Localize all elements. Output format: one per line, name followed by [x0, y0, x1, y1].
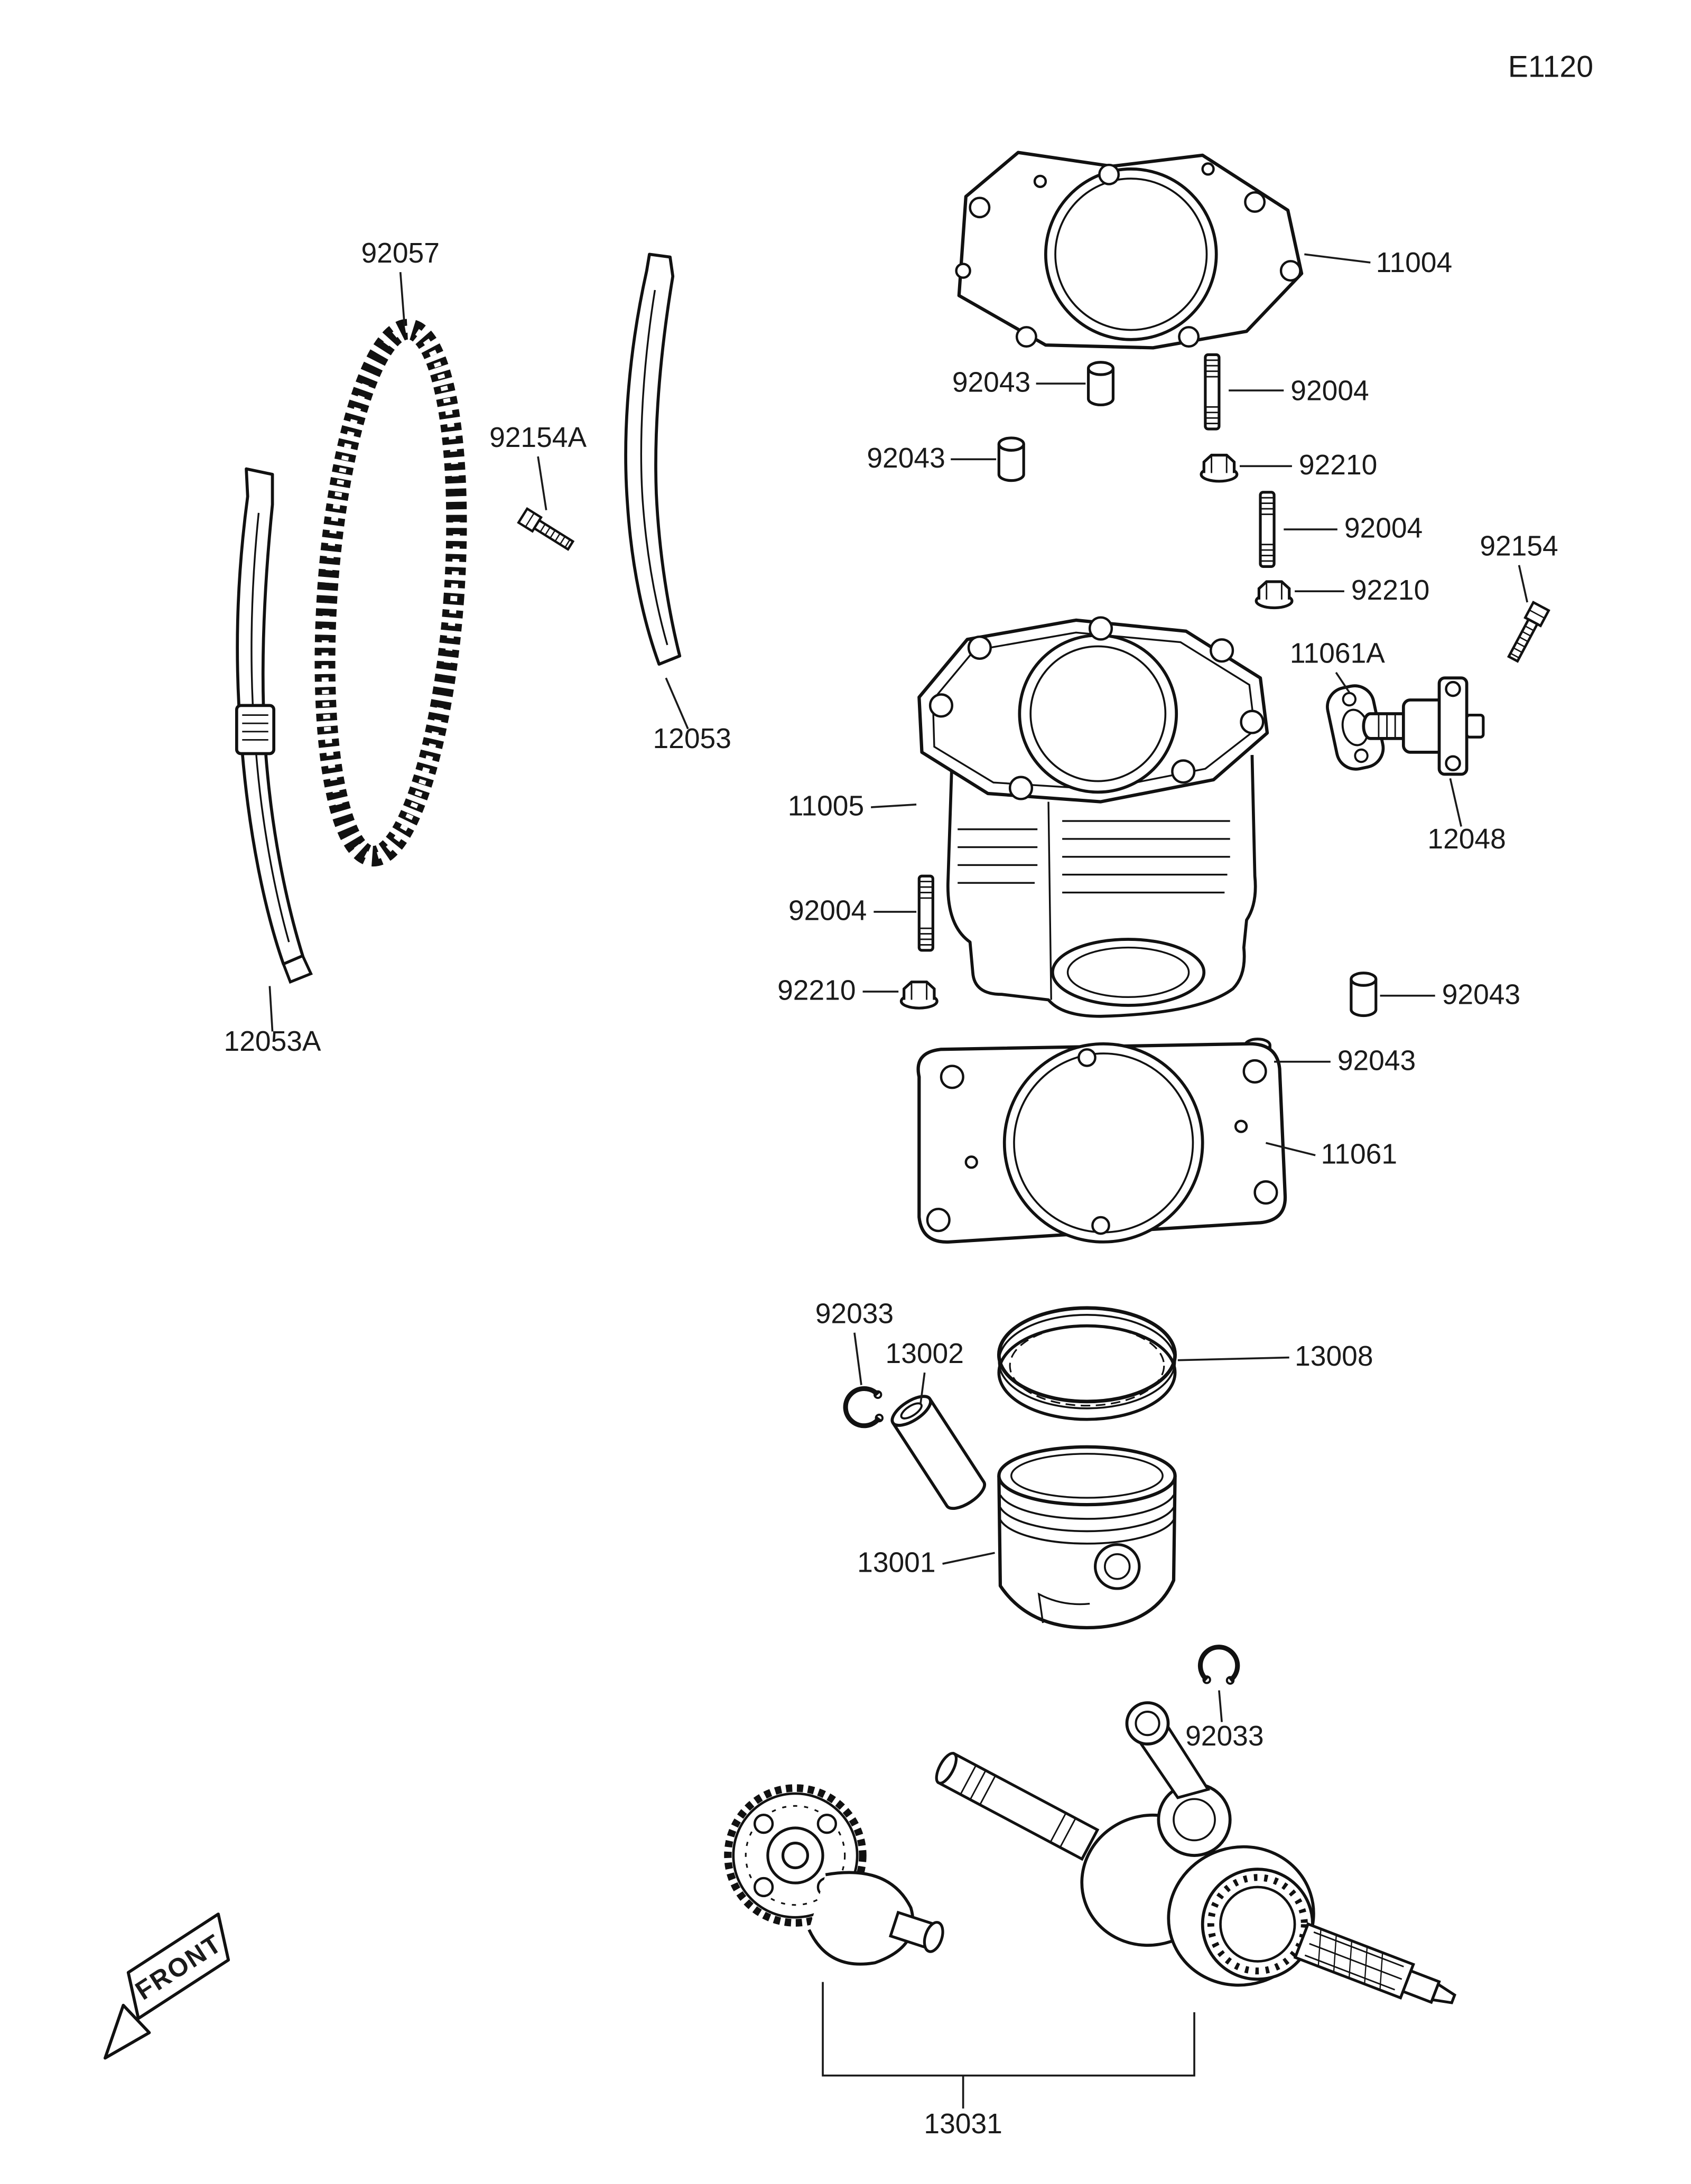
label-piston: 13001 [857, 1547, 935, 1579]
label-dowel-pin-4: 92043 [1337, 1045, 1416, 1076]
flange-nut-part-1 [1201, 455, 1237, 481]
leader-line [537, 456, 547, 510]
label-cam-chain: 92057 [361, 238, 439, 269]
flange-nut-part-3 [901, 982, 937, 1008]
leader-line [1518, 565, 1528, 603]
head-gasket-part [955, 151, 1304, 350]
leader-bracket [822, 1982, 1195, 2109]
leader-line [1335, 671, 1351, 694]
label-chain-guide: 12053 [653, 723, 731, 754]
label-flange-nut-3: 92210 [777, 975, 856, 1006]
piston-part [997, 1445, 1177, 1630]
label-tensioner: 12048 [1427, 824, 1506, 855]
leader-line [1449, 778, 1462, 827]
bolt-a-part [518, 509, 575, 553]
leader-line [1266, 1142, 1316, 1156]
label-stud-3: 92004 [788, 895, 867, 927]
dowel-pin-part-1 [1089, 362, 1113, 405]
chain-guide-part [624, 253, 682, 666]
label-bolt: 92154 [1480, 531, 1558, 562]
leader-line [871, 803, 917, 808]
leader-line [919, 1372, 926, 1405]
dowel-pin-part-3 [1351, 973, 1376, 1016]
label-piston-pin: 13002 [886, 1338, 964, 1369]
bolt-part [1506, 602, 1549, 663]
stud-part-3 [919, 876, 933, 950]
label-base-gasket: 11061 [1321, 1138, 1397, 1170]
leader-line [268, 986, 274, 1032]
base-gasket-part [916, 1042, 1287, 1244]
part-labels: 92057 92154A 12053 12053A 11004 92043 92… [224, 238, 1558, 2140]
label-flange-nut-2: 92210 [1351, 575, 1429, 606]
leader-line [1218, 1690, 1223, 1722]
leader-line [665, 677, 689, 730]
dowel-pin-part-2 [999, 438, 1024, 481]
leader-line [399, 272, 406, 326]
label-head-gasket: 11004 [1376, 247, 1452, 278]
leader-line [1304, 253, 1371, 264]
leader-line [942, 1552, 995, 1565]
piston-pin-part [890, 1395, 986, 1510]
stud-part-1 [1205, 354, 1219, 429]
cam-chain-part [314, 319, 467, 867]
circlip-part-2 [1199, 1646, 1239, 1686]
page-code: E1120 [1508, 50, 1593, 83]
label-crankshaft-balancer: 13031 [924, 2108, 1002, 2140]
label-piston-ring-set: 13008 [1295, 1341, 1373, 1372]
label-stud-2: 92004 [1344, 513, 1423, 544]
chain-guide-a-part [235, 467, 313, 984]
label-circlip-2: 92033 [1185, 1721, 1263, 1752]
label-stud-1: 92004 [1290, 375, 1369, 406]
label-dowel-pin-2: 92043 [867, 443, 945, 474]
stud-part-2 [1260, 492, 1274, 567]
crankshaft-balancer-part [724, 1701, 1456, 2004]
label-tensioner-gasket: 11061A [1290, 638, 1385, 669]
front-marker: FRONT [104, 1912, 230, 2060]
label-cylinder: 11005 [788, 791, 864, 822]
tensioner-part [1362, 676, 1485, 776]
label-dowel-pin-3: 92043 [1442, 979, 1520, 1010]
leader-lines [268, 253, 1528, 2109]
leader-line [1177, 1356, 1289, 1361]
cylinder-part [917, 616, 1269, 1018]
label-dowel-pin-1: 92043 [952, 367, 1030, 398]
piston-rings-part [997, 1306, 1177, 1421]
circlip-part-1 [846, 1388, 882, 1425]
flange-nut-part-2 [1256, 582, 1292, 608]
leader-line [853, 1332, 862, 1385]
label-circlip-1: 92033 [815, 1298, 894, 1329]
label-bolt-a: 92154A [489, 422, 587, 453]
label-chain-guide-a: 12053A [224, 1026, 321, 1057]
label-flange-nut-1: 92210 [1299, 450, 1377, 481]
